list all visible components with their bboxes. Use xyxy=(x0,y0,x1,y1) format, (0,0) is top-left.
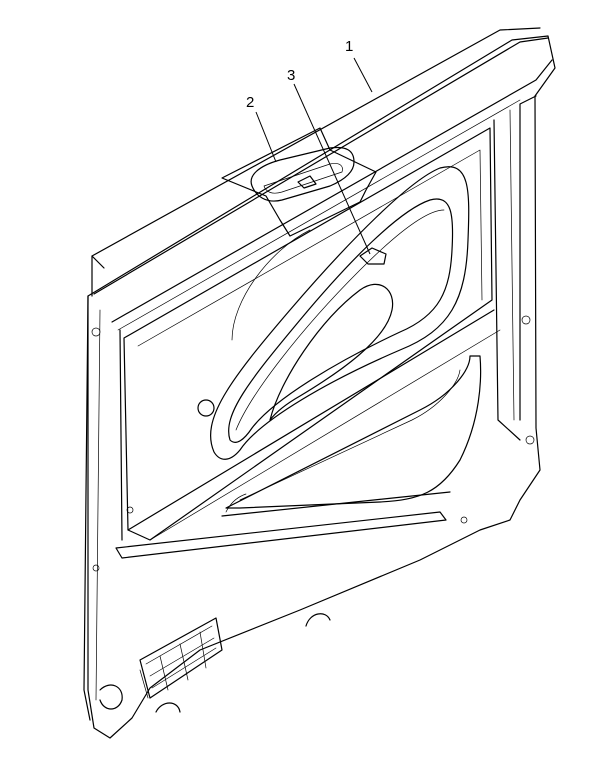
callout-2: 2 xyxy=(246,94,254,111)
leader-lines xyxy=(255,57,373,255)
window-switch-bezel xyxy=(221,127,377,237)
callout-3: 3 xyxy=(287,67,295,84)
leader-1 xyxy=(353,57,373,93)
upper-trim-area xyxy=(123,127,501,541)
clip-3-marker xyxy=(359,247,387,265)
callout-labels: 1 2 3 xyxy=(246,38,353,111)
fasteners xyxy=(91,247,535,713)
armrest-recess xyxy=(210,166,470,460)
callout-1: 1 xyxy=(345,38,353,55)
door-panel-outline xyxy=(83,27,556,739)
leader-3 xyxy=(293,83,371,255)
speaker-grille xyxy=(139,617,223,699)
map-pocket xyxy=(115,355,482,559)
leader-2 xyxy=(255,111,277,163)
